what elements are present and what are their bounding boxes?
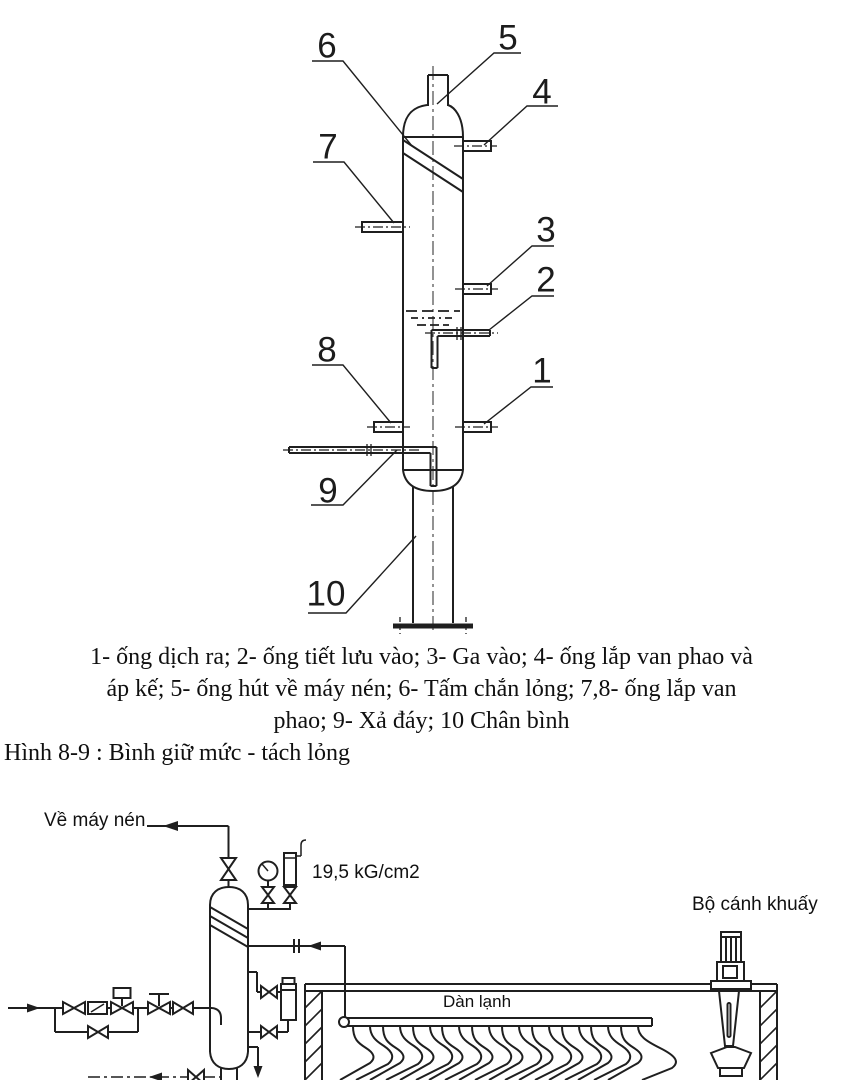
tank-rim xyxy=(304,983,778,992)
callout-10: 10 xyxy=(306,574,346,614)
coil-header xyxy=(344,1017,653,1027)
callout-9: 9 xyxy=(318,471,338,511)
baffle-plate-6 xyxy=(402,139,464,193)
feed-shutoff-valve-2 xyxy=(172,1000,194,1016)
evaporator-coil xyxy=(338,1016,677,1080)
agitator-propeller xyxy=(709,1046,753,1069)
liquid-feed-train xyxy=(8,987,222,1040)
level-column-bottom-valve xyxy=(260,1024,278,1040)
nozzle-7 xyxy=(355,221,410,233)
callout-8: 8 xyxy=(317,330,337,370)
safety-valve-shutoff xyxy=(282,886,298,904)
suction-valve xyxy=(219,857,238,881)
label-to-compressor: Về máy nén xyxy=(44,810,146,831)
caption-line-3: phao; 9- Xả đáy; 10 Chân bình xyxy=(273,708,570,734)
figure1-vessel-diagram xyxy=(283,52,558,634)
coil-inlet-joint xyxy=(338,1016,350,1028)
callout-4: 4 xyxy=(532,72,552,112)
solenoid-valve-icon xyxy=(110,987,134,1016)
callout-1: 1 xyxy=(532,351,552,391)
agitator-flange xyxy=(710,980,752,990)
bypass-line xyxy=(54,1008,139,1040)
safety-valve-icon xyxy=(283,839,307,886)
callout-7: 7 xyxy=(318,127,338,167)
label-pressure-value: 19,5 kG/cm2 xyxy=(312,862,420,883)
flow-arrow-left xyxy=(308,941,321,951)
support-leg-10 xyxy=(412,487,454,623)
vessel-shell xyxy=(402,104,464,493)
suction-line xyxy=(147,821,238,887)
separator-vessel xyxy=(209,885,249,1080)
drain-pipe-9 xyxy=(283,444,438,487)
figure2-system-schematic xyxy=(8,821,778,1080)
callout-leaders xyxy=(308,52,558,614)
bottom-drain-line xyxy=(88,1067,222,1080)
oil-drain-arrow xyxy=(248,1046,263,1078)
label-evaporator-coil: Dàn lạnh xyxy=(443,992,512,1011)
bottom-drain-valve xyxy=(187,1067,205,1080)
coil-return-line xyxy=(248,939,346,1017)
hand-expansion-valve-icon xyxy=(147,993,171,1016)
callout-6: 6 xyxy=(317,26,337,66)
strainer-icon xyxy=(87,1001,108,1015)
agitator-assembly xyxy=(709,931,753,1077)
callout-3: 3 xyxy=(536,210,556,250)
callout-2: 2 xyxy=(536,260,556,300)
freezer-tank xyxy=(304,983,778,1080)
base-plate xyxy=(393,617,473,634)
suction-pipe-5 xyxy=(427,74,449,106)
pressure-gauge-icon xyxy=(257,860,279,882)
liquid-level-mark xyxy=(406,310,460,326)
flow-arrow-right xyxy=(27,1003,40,1013)
float-level-column xyxy=(248,971,297,1040)
inlet-pipe-2 xyxy=(425,327,498,369)
flow-arrow-left xyxy=(163,821,178,831)
feed-shutoff-valve-1 xyxy=(62,1000,86,1016)
gauge-manifold xyxy=(248,839,307,910)
gauge-valve xyxy=(260,886,276,904)
nozzle-1 xyxy=(455,421,498,433)
figure-title: Hình 8-9 : Bình giữ mức - tách lỏng xyxy=(4,740,350,766)
caption-line-1: 1- ống dịch ra; 2- ống tiết lưu vào; 3- … xyxy=(90,644,753,670)
nozzle-3 xyxy=(455,283,498,295)
caption-line-2: áp kế; 5- ống hút về máy nén; 6- Tấm chắ… xyxy=(106,676,737,702)
tank-left-wall xyxy=(304,990,323,1080)
label-agitator: Bộ cánh khuấy xyxy=(692,894,818,915)
callout-5: 5 xyxy=(498,18,518,58)
figure-caption: 1- ống dịch ra; 2- ống tiết lưu vào; 3- … xyxy=(0,641,843,737)
nozzle-8 xyxy=(367,421,410,433)
coil-tubes xyxy=(339,1025,677,1080)
tank-right-wall xyxy=(759,990,778,1080)
nozzle-4 xyxy=(454,140,497,152)
level-column-top-valve xyxy=(260,984,278,1000)
